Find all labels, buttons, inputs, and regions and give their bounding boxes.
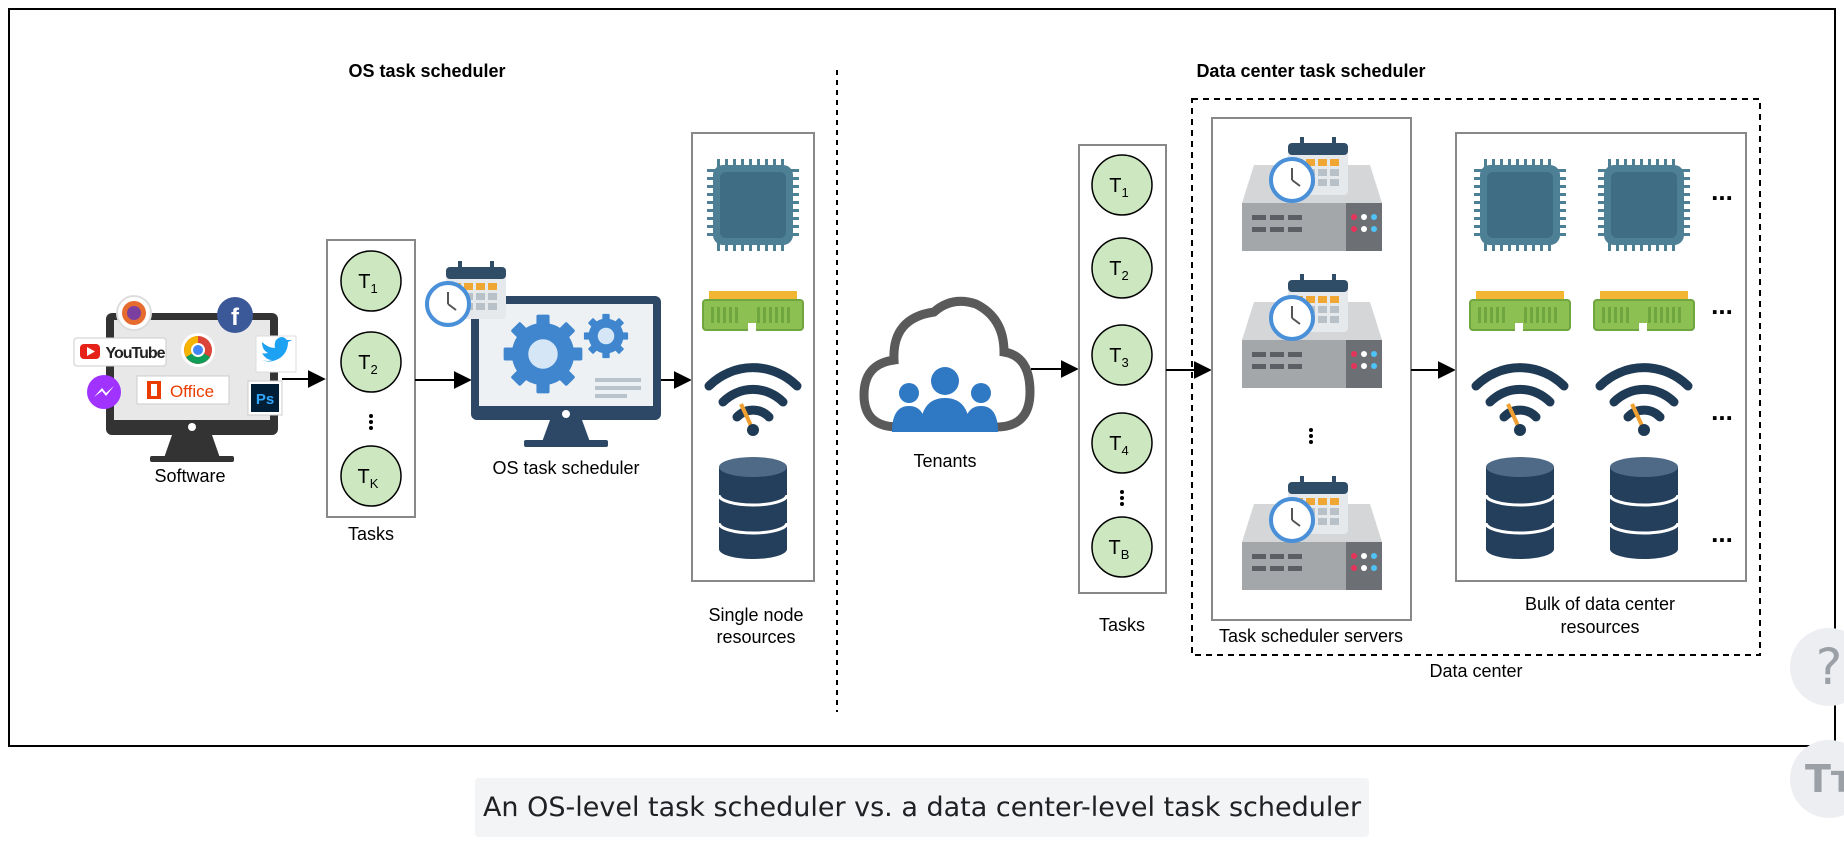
bulk-resources-label-line1: Bulk of data center xyxy=(1525,594,1675,614)
question-mark-icon: ? xyxy=(1815,638,1843,696)
svg-text:T1: T1 xyxy=(358,271,377,296)
database-icon xyxy=(1484,455,1556,561)
svg-text:TK: TK xyxy=(358,466,379,491)
svg-text:Office: Office xyxy=(170,382,214,401)
youtube-icon: YouTube xyxy=(73,337,167,367)
facebook-icon: f xyxy=(217,297,253,333)
text-size-icon: Tт xyxy=(1805,757,1844,801)
firefox-icon xyxy=(116,295,152,331)
office-icon: Office xyxy=(136,375,230,405)
os-clock-icon xyxy=(425,281,471,327)
database-icon xyxy=(1608,455,1680,561)
svg-text:TB: TB xyxy=(1109,537,1130,562)
cpu-chip-icon xyxy=(707,159,799,251)
figure-caption: An OS-level task scheduler vs. a data ce… xyxy=(475,778,1369,837)
svg-text:T2: T2 xyxy=(358,352,377,377)
single-node-resources-label-line1: Single node xyxy=(708,605,803,625)
os-scheduler-monitor-icon xyxy=(471,296,661,447)
data-center-label: Data center xyxy=(1429,661,1522,681)
ram-module-icon xyxy=(702,290,804,332)
photoshop-icon: Ps xyxy=(247,380,283,416)
ram-module-icon xyxy=(1469,290,1571,332)
clock-icon xyxy=(1269,295,1315,341)
dc-task-vertical-ellipsis xyxy=(1120,490,1124,506)
os-task-k: TK xyxy=(340,445,402,507)
chrome-icon xyxy=(181,333,215,367)
os-task-2: T2 xyxy=(340,331,402,393)
clock-icon xyxy=(1269,497,1315,543)
bulk-resources-label-line2: resources xyxy=(1560,617,1639,637)
messenger-icon xyxy=(87,375,121,409)
svg-text:T4: T4 xyxy=(1109,433,1128,458)
database-icon xyxy=(717,455,789,561)
single-node-resources-label-line2: resources xyxy=(716,627,795,647)
cpu-chip-icon xyxy=(1474,159,1566,251)
software-label: Software xyxy=(154,466,225,486)
cpu-ellipsis: ... xyxy=(1711,176,1733,206)
cpu-chip-icon xyxy=(1598,159,1690,251)
task-scheduler-servers-label: Task scheduler servers xyxy=(1219,626,1403,646)
dc-task-1: T1 xyxy=(1091,154,1153,216)
svg-text:f: f xyxy=(231,304,240,331)
data-center-boundary xyxy=(1191,98,1761,656)
os-scheduler-label: OS task scheduler xyxy=(492,458,639,478)
ram-module-icon xyxy=(1593,290,1695,332)
dc-task-2: T2 xyxy=(1091,237,1153,299)
twitter-icon xyxy=(255,335,297,373)
svg-text:T1: T1 xyxy=(1109,175,1128,200)
os-task-1: T1 xyxy=(340,250,402,312)
font-size-button[interactable]: Tт xyxy=(1790,740,1844,818)
svg-text:T2: T2 xyxy=(1109,258,1128,283)
dc-task-b: TB xyxy=(1091,516,1153,578)
servers-vertical-ellipsis xyxy=(1309,428,1313,444)
dc-task-3: T3 xyxy=(1091,324,1153,386)
os-tasks-label: Tasks xyxy=(348,524,394,544)
os-task-vertical-ellipsis xyxy=(369,414,373,430)
dc-section-header: Data center task scheduler xyxy=(1196,61,1425,81)
dc-tasks-label: Tasks xyxy=(1099,615,1145,635)
cloud-users-icon xyxy=(859,296,1035,432)
svg-text:T3: T3 xyxy=(1109,345,1128,370)
wifi-ellipsis: ... xyxy=(1711,396,1733,426)
dc-task-4: T4 xyxy=(1091,412,1153,474)
tenants-label: Tenants xyxy=(913,451,976,471)
ram-ellipsis: ... xyxy=(1711,290,1733,320)
database-ellipsis: ... xyxy=(1711,518,1733,548)
svg-text:Ps: Ps xyxy=(256,391,274,408)
svg-text:YouTube: YouTube xyxy=(105,345,165,362)
diagram-border xyxy=(8,8,1836,747)
clock-icon xyxy=(1269,157,1315,203)
os-section-header: OS task scheduler xyxy=(348,61,505,81)
help-button[interactable]: ? xyxy=(1790,628,1844,706)
